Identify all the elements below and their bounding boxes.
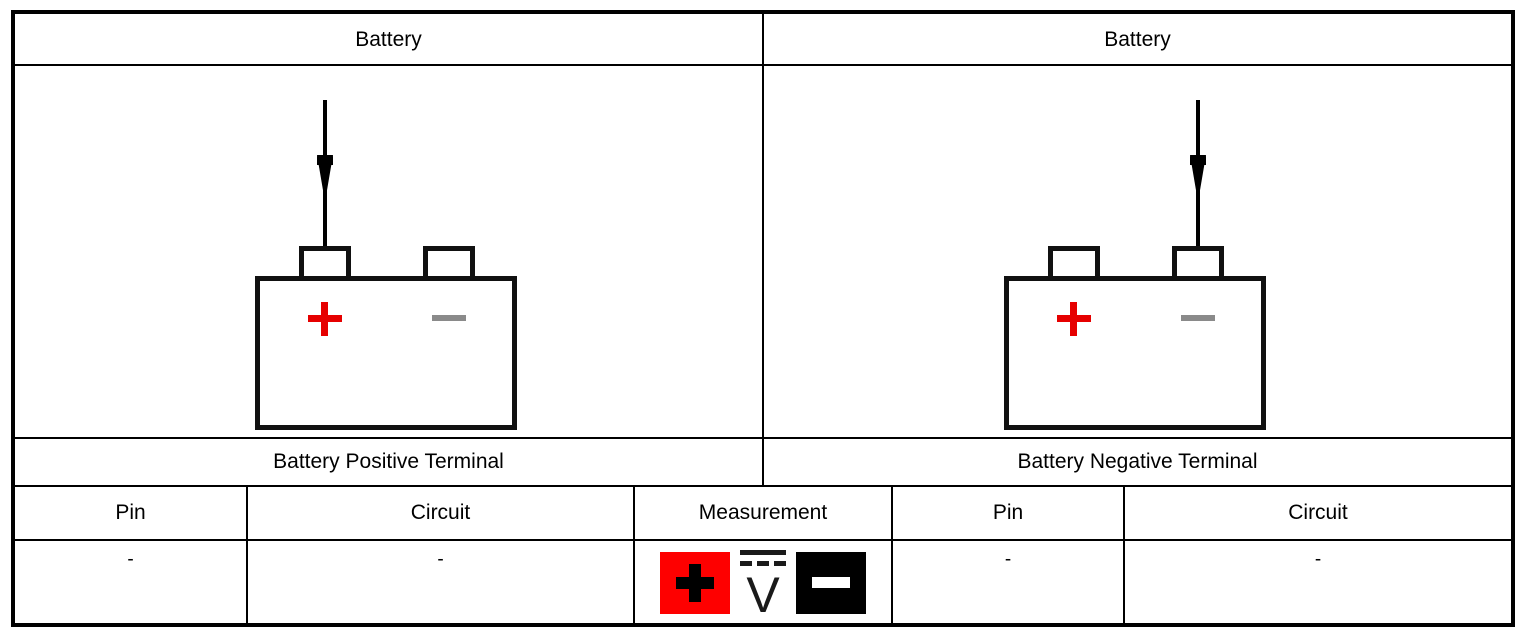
value-circuit-right-text: - xyxy=(1314,548,1322,570)
test-probe-negative xyxy=(1180,100,1216,252)
column-header-circuit-right: Circuit xyxy=(1125,485,1511,539)
probe-connector-icon xyxy=(317,155,333,202)
value-pin-left-text: - xyxy=(127,548,134,570)
battery-post-positive xyxy=(299,246,351,279)
terminal-label-left-text: Battery Positive Terminal xyxy=(273,449,504,473)
column-header-circuit-right-text: Circuit xyxy=(1288,500,1348,524)
minus-marking-icon xyxy=(432,315,466,321)
title-cell-right: Battery xyxy=(764,14,1511,64)
terminal-label-cell-right: Battery Negative Terminal xyxy=(764,437,1511,485)
battery-illustration-negative xyxy=(1004,100,1266,430)
battery-post-negative xyxy=(1172,246,1224,279)
diagram-table-frame: Battery Battery xyxy=(11,10,1515,627)
plus-marking-icon xyxy=(1057,302,1091,336)
rule-col-measurement-pin xyxy=(891,485,893,623)
dc-voltage-symbol-icon: V xyxy=(734,546,792,620)
value-pin-right-text: - xyxy=(1004,548,1012,570)
terminal-label-right-text: Battery Negative Terminal xyxy=(1017,449,1258,473)
battery-body xyxy=(255,276,517,430)
value-circuit-left: - xyxy=(248,539,633,579)
dc-dashed-bar-icon xyxy=(740,561,786,566)
measurement-negative-icon xyxy=(796,552,866,614)
column-header-measurement: Measurement xyxy=(635,485,891,539)
battery-diagram-panel-left xyxy=(15,80,762,447)
column-header-circuit-left-text: Circuit xyxy=(410,500,471,524)
value-circuit-left-text: - xyxy=(437,548,444,570)
volt-unit-label: V xyxy=(746,567,780,623)
title-cell-left: Battery xyxy=(15,14,762,64)
rule-below-column-header-row xyxy=(15,539,1511,541)
battery-post-positive xyxy=(1048,246,1100,279)
column-header-measurement-text: Measurement xyxy=(698,500,828,524)
test-probe-positive xyxy=(307,100,343,252)
column-header-circuit-left: Circuit xyxy=(248,485,633,539)
rule-below-terminal-label-row xyxy=(15,485,1511,487)
value-circuit-right: - xyxy=(1125,539,1511,579)
rule-col-circuit-measurement xyxy=(633,485,635,623)
battery-post-negative xyxy=(423,246,475,279)
probe-connector-icon xyxy=(1190,155,1206,202)
column-header-pin-left-text: Pin xyxy=(115,500,146,524)
column-header-pin-right: Pin xyxy=(893,485,1123,539)
measurement-icon-group: V xyxy=(635,543,891,623)
battery-diagram-panel-right xyxy=(764,80,1511,447)
value-pin-right: - xyxy=(893,539,1123,579)
battery-illustration-positive xyxy=(255,100,517,430)
measurement-positive-icon xyxy=(660,552,730,614)
minus-marking-icon xyxy=(1181,315,1215,321)
title-left-text: Battery xyxy=(355,27,422,51)
rule-col-pin-circuit-right xyxy=(1123,485,1125,623)
column-header-pin-right-text: Pin xyxy=(992,500,1024,524)
dc-solid-bar-icon xyxy=(740,550,786,555)
value-pin-left: - xyxy=(15,539,246,579)
rule-col-pin-circuit-left xyxy=(246,485,248,623)
title-right-text: Battery xyxy=(1104,27,1171,51)
plus-marking-icon xyxy=(308,302,342,336)
column-header-pin-left: Pin xyxy=(15,485,246,539)
rule-center-divider-upper xyxy=(762,14,764,485)
battery-body xyxy=(1004,276,1266,430)
terminal-label-cell-left: Battery Positive Terminal xyxy=(15,437,762,485)
